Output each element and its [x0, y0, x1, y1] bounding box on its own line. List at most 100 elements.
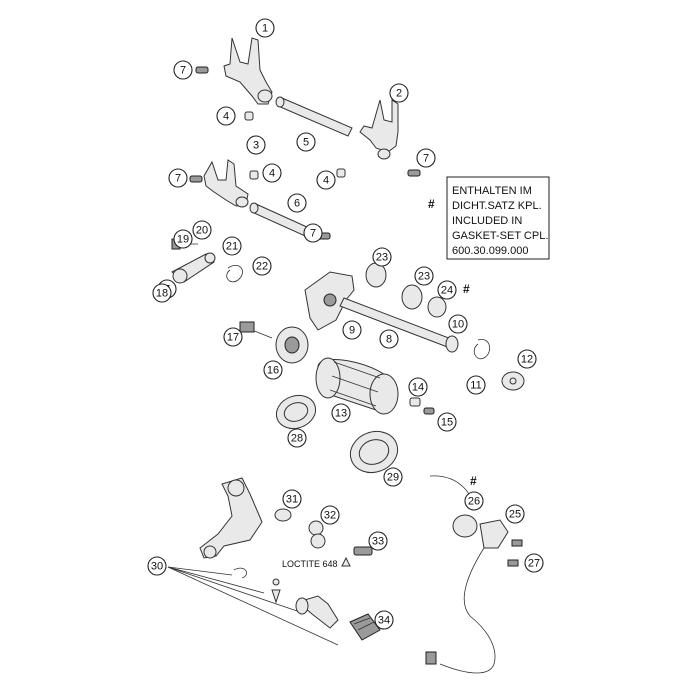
shift-fork-1	[223, 37, 273, 105]
detent-pin-14	[409, 397, 435, 415]
callout-30: 30	[147, 556, 167, 576]
callout-circle	[320, 505, 340, 525]
callout-20: 20	[192, 220, 212, 240]
callout-circle	[262, 163, 282, 183]
callout-number: 23	[376, 252, 388, 264]
return-spring-11	[473, 338, 491, 360]
shift-fork-3	[203, 159, 249, 208]
callout-circle	[282, 489, 302, 509]
callout-25: 25	[505, 504, 525, 524]
callout-number: 15	[441, 417, 453, 429]
shift-lever	[199, 477, 263, 559]
callout-number: 25	[509, 509, 521, 521]
callout-7: 7	[168, 168, 188, 188]
callout-circle	[223, 327, 243, 347]
callout-23: 23	[414, 266, 434, 286]
callout-number: 17	[227, 332, 239, 344]
shift-star-16	[239, 321, 309, 364]
callout-33: 33	[368, 531, 388, 551]
shift-shaft-assembly	[304, 271, 459, 353]
note-line-3: INCLUDED IN	[452, 215, 522, 227]
callout-31: 31	[282, 489, 302, 509]
callout-circle	[379, 329, 399, 349]
callout-19: 19	[173, 229, 193, 249]
note-marker: #	[428, 197, 435, 211]
callout-circle	[416, 148, 436, 168]
callout-circle	[383, 467, 403, 487]
callout-number: 33	[372, 536, 384, 548]
callout-7: 7	[173, 60, 193, 80]
callout-circle	[464, 491, 484, 511]
callout-1: 1	[255, 18, 275, 38]
callout-circle	[448, 314, 468, 334]
callout-27: 27	[524, 553, 544, 573]
callout-7: 7	[303, 223, 323, 243]
callout-10: 10	[448, 314, 468, 334]
fork-shaft-6	[249, 202, 319, 241]
bushings	[365, 262, 447, 318]
callout-number: 11	[470, 380, 481, 392]
callout-circle	[505, 504, 525, 524]
callout-number: 29	[387, 472, 399, 484]
callout-11: 11	[466, 375, 486, 395]
callout-circle	[437, 412, 457, 432]
callout-circle	[263, 360, 283, 380]
callout-number: 10	[452, 319, 464, 331]
callout-2: 2	[389, 83, 409, 103]
callout-number: 19	[177, 234, 189, 246]
detent-springs	[189, 66, 421, 240]
callout-circle	[152, 283, 172, 303]
note-line-5: 600.30.099.000	[452, 245, 528, 257]
callout-number: 3	[253, 140, 259, 152]
callout-23: 23	[372, 247, 392, 267]
hash-mark-24: #	[463, 282, 470, 296]
callout-5: 5	[296, 132, 316, 152]
callout-number: 32	[324, 510, 336, 522]
callout-circle	[173, 229, 193, 249]
callout-circle	[168, 168, 188, 188]
callout-circle	[437, 280, 457, 300]
lever-hardware	[274, 508, 373, 567]
callout-14: 14	[408, 377, 428, 397]
callout-number: 26	[468, 496, 480, 508]
callout-circle	[147, 556, 167, 576]
callout-circle	[173, 60, 193, 80]
callout-number: 7	[310, 228, 316, 240]
callout-number: 1	[262, 23, 268, 35]
callout-circle	[246, 135, 266, 155]
callout-4: 4	[262, 163, 282, 183]
callout-number: 21	[226, 241, 238, 253]
callout-21: 21	[222, 236, 242, 256]
washer-12	[501, 371, 525, 391]
callout-number: 5	[303, 137, 309, 149]
callout-circle	[222, 236, 242, 256]
shift-fork-2	[359, 99, 399, 160]
callout-number: 22	[256, 261, 268, 273]
gasket-set-note: # ENTHALTEN IM DICHT.SATZ KPL. INCLUDED …	[428, 176, 550, 260]
callout-circle	[524, 553, 544, 573]
hash-mark-26: #	[470, 474, 477, 488]
callout-32: 32	[320, 505, 340, 525]
pedal-parts-30	[167, 566, 339, 646]
callout-circle	[255, 18, 275, 38]
callout-8: 8	[379, 329, 399, 349]
callout-9: 9	[342, 320, 362, 340]
callout-circle	[216, 106, 236, 126]
callout-number: 4	[323, 175, 329, 187]
callout-circle	[374, 610, 394, 630]
bearing-28	[275, 394, 317, 430]
callout-number: 23	[418, 271, 430, 283]
callout-number: 7	[180, 65, 186, 77]
callout-number: 31	[286, 494, 298, 506]
callout-29: 29	[383, 467, 403, 487]
callout-26: 26	[464, 491, 484, 511]
shift-drum-13	[315, 357, 399, 415]
callout-number: 30	[151, 561, 163, 573]
callout-number: 20	[196, 225, 208, 237]
callout-number: 27	[528, 558, 540, 570]
callout-4: 4	[216, 106, 236, 126]
note-line-2: DICHT.SATZ KPL.	[452, 200, 542, 212]
bearing-29	[349, 430, 399, 474]
callout-circle	[316, 170, 336, 190]
